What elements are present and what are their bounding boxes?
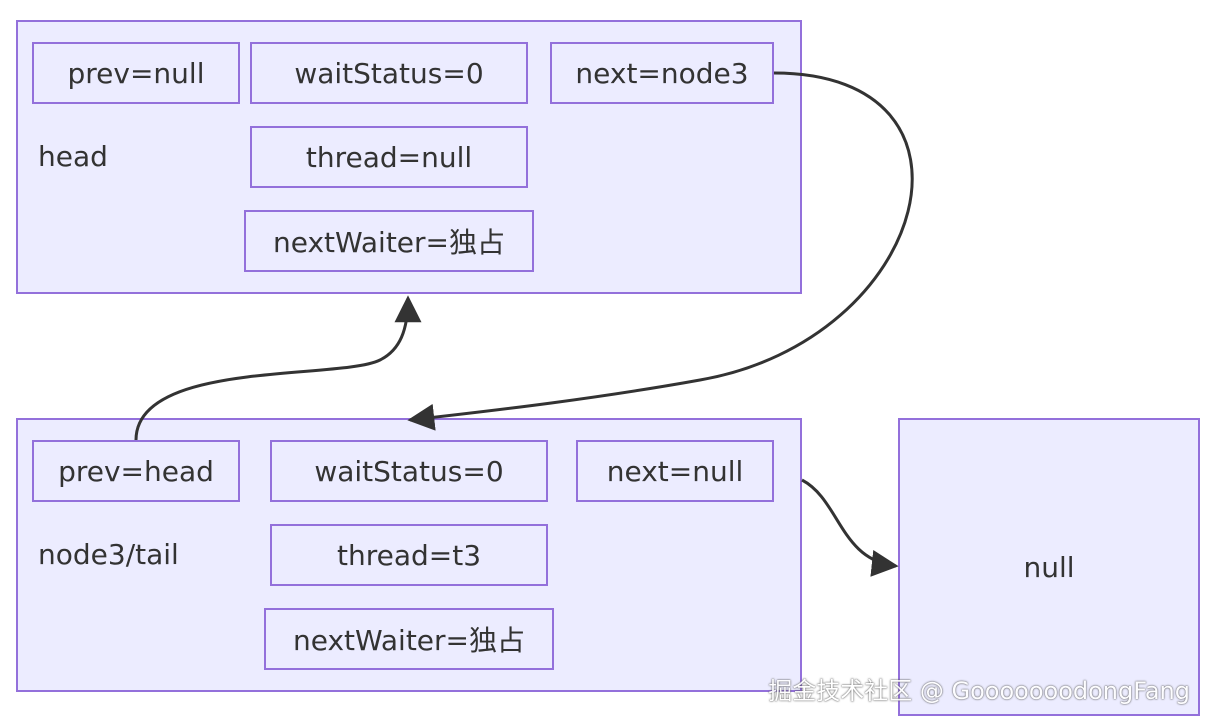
node3-prev-field: prev=head xyxy=(32,440,240,502)
node3-group-label: node3/tail xyxy=(38,538,179,571)
head-wait-status-field: waitStatus=0 xyxy=(250,42,528,104)
edge-node3-next-to-null xyxy=(801,478,899,577)
watermark: 掘金技术社区 @ GooooooodongFang xyxy=(768,677,1190,705)
node3-thread-field: thread=t3 xyxy=(270,524,548,586)
null-node: null xyxy=(898,418,1200,716)
head-prev-field: prev=null xyxy=(32,42,240,104)
head-next-waiter-field: nextWaiter=独占 xyxy=(244,210,534,272)
node3-next-waiter-field: nextWaiter=独占 xyxy=(264,608,554,670)
head-group-label: head xyxy=(38,140,108,173)
node3-wait-status-field: waitStatus=0 xyxy=(270,440,548,502)
head-thread-field: thread=null xyxy=(250,126,528,188)
node3-next-field: next=null xyxy=(576,440,774,502)
head-next-field: next=node3 xyxy=(550,42,774,104)
